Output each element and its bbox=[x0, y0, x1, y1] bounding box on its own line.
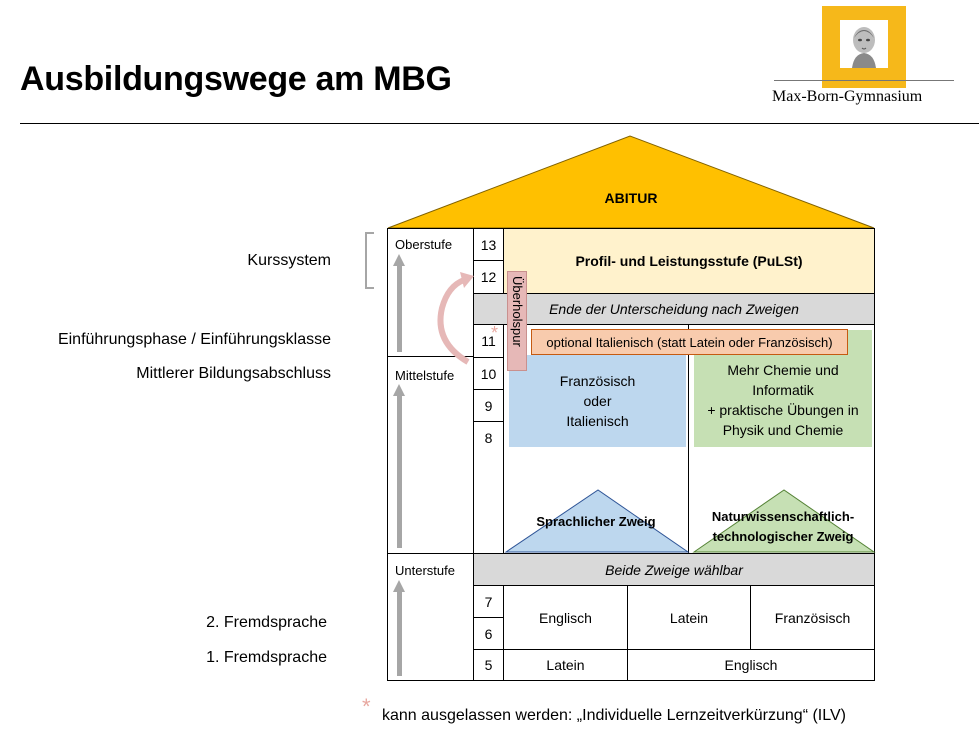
roof-abitur bbox=[387, 135, 875, 229]
arrow-up-icon bbox=[393, 254, 405, 266]
kurssystem-bracket bbox=[365, 232, 374, 289]
grade-divider-bottom bbox=[503, 585, 504, 681]
arrow-up-shaft bbox=[397, 265, 402, 352]
grade-line bbox=[473, 649, 875, 650]
sprachlicher-triangle bbox=[504, 489, 690, 553]
stage-oberstufe: Oberstufe bbox=[395, 237, 453, 252]
grade-line bbox=[473, 357, 503, 358]
asterisk-icon: * bbox=[491, 323, 499, 343]
footnote-text: kann ausgelassen werden: „Individuelle L… bbox=[382, 707, 846, 724]
sprach-line: Französisch bbox=[559, 373, 636, 389]
grade5-englisch: Englisch bbox=[724, 657, 778, 673]
school-name: Max-Born-Gymnasium bbox=[772, 88, 923, 105]
grade-9: 9 bbox=[484, 397, 493, 414]
header-divider bbox=[20, 123, 979, 124]
stage-column-divider bbox=[473, 228, 474, 681]
label-mittlerer-bildungsabschluss: Mittlerer Bildungsabschluss bbox=[136, 365, 331, 382]
ueberholspur-bar: Überholspur bbox=[507, 271, 527, 371]
label-kurssystem: Kurssystem bbox=[247, 252, 331, 269]
beide-zweige-bar: Beide Zweige wählbar bbox=[474, 554, 874, 585]
arrow-up-icon bbox=[393, 384, 405, 396]
sprach-line: Italienisch bbox=[566, 413, 629, 429]
house-frame bbox=[387, 228, 875, 681]
stage-separator-2 bbox=[387, 553, 875, 554]
stage-separator-1 bbox=[387, 356, 473, 357]
label-2-fremdsprache: 2. Fremdsprache bbox=[206, 614, 327, 631]
grade-12: 12 bbox=[480, 269, 497, 285]
language-latein: Latein bbox=[669, 609, 709, 626]
grade-divider-mid bbox=[503, 324, 504, 553]
grade-line bbox=[473, 389, 503, 390]
italienisch-option: optional Italienisch (statt Latein oder … bbox=[531, 329, 848, 355]
portrait-icon bbox=[840, 20, 888, 68]
sprachlicher-box: Französisch oder Italienisch bbox=[509, 355, 686, 447]
arrow-up-icon bbox=[393, 580, 405, 592]
natwiss-line: Mehr Chemie und bbox=[727, 361, 839, 378]
grade5-latein: Latein bbox=[546, 657, 585, 673]
natwiss-line: Physik und Chemie bbox=[722, 421, 844, 438]
lang-divider bbox=[750, 585, 751, 649]
sprach-line: oder bbox=[583, 393, 612, 409]
lang-divider bbox=[627, 649, 628, 681]
arrow-up-shaft bbox=[397, 395, 402, 548]
abitur-label: ABITUR bbox=[604, 190, 658, 206]
natwiss-zweig-line: Naturwissenschaftlich- bbox=[711, 509, 855, 524]
grade-line bbox=[473, 421, 503, 422]
grade-divider-top bbox=[503, 228, 504, 293]
ueberholspur-label: Überholspur bbox=[510, 276, 525, 347]
grade-line bbox=[473, 293, 875, 294]
natwiss-zweig-label: Naturwissenschaftlich- technologischer Z… bbox=[690, 507, 876, 547]
branch-divider bbox=[688, 324, 689, 553]
grade-8: 8 bbox=[484, 429, 493, 446]
natwiss-zweig-line: technologischer Zweig bbox=[712, 529, 854, 544]
ende-zweige-bar: Ende der Unterscheidung nach Zweigen bbox=[474, 294, 874, 324]
arrow-up-shaft bbox=[397, 591, 402, 676]
language-franzoesisch: Französisch bbox=[774, 609, 851, 626]
grade-line bbox=[473, 617, 503, 618]
lang-divider bbox=[627, 585, 628, 649]
grade-line bbox=[473, 324, 875, 325]
label-1-fremdsprache: 1. Fremdsprache bbox=[206, 649, 327, 666]
logo-divider bbox=[774, 80, 954, 81]
grade-line bbox=[473, 260, 503, 261]
sprachlicher-zweig-label: Sprachlicher Zweig bbox=[536, 514, 656, 529]
grade-6: 6 bbox=[484, 625, 493, 642]
stage-unterstufe: Unterstufe bbox=[395, 563, 455, 578]
natwiss-line: + praktische Übungen in bbox=[707, 401, 859, 418]
footnote-asterisk: * bbox=[362, 694, 371, 719]
language-englisch: Englisch bbox=[539, 609, 592, 626]
stage-mittelstufe: Mittelstufe bbox=[395, 368, 455, 383]
grade-5: 5 bbox=[484, 657, 493, 673]
grade-7: 7 bbox=[484, 593, 493, 610]
label-einfuehrungsphase: Einführungsphase / Einführungsklasse bbox=[57, 331, 331, 348]
grade-13: 13 bbox=[480, 236, 497, 253]
natwiss-triangle bbox=[692, 489, 876, 553]
grade-11: 11 bbox=[481, 333, 496, 349]
pulst-box: Profil- und Leistungsstufe (PuLSt) bbox=[504, 229, 874, 293]
school-logo bbox=[822, 6, 906, 88]
skip-arrow-icon bbox=[437, 272, 474, 365]
natwiss-line: Informatik bbox=[752, 381, 814, 398]
grade-line bbox=[473, 585, 875, 586]
grade-10: 10 bbox=[480, 365, 497, 382]
page-title: Ausbildungswege am MBG bbox=[20, 60, 452, 98]
